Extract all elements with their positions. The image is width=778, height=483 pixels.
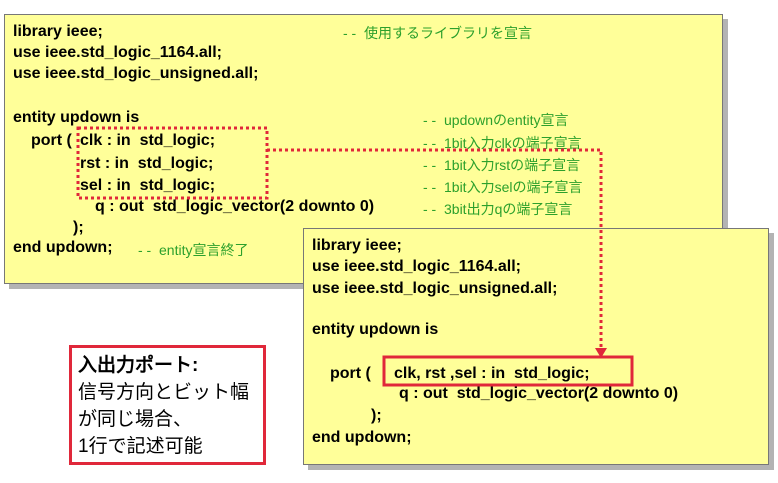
callout-line: が同じ場合、 (78, 409, 193, 430)
code-line: entity updown is (312, 321, 439, 338)
code-comment: - - 1bit入力clkの端子宣言 (423, 135, 582, 151)
code-line: use ieee.std_logic_1164.all; (13, 44, 223, 61)
code-line: library ieee; (13, 23, 103, 40)
code-line: clk : in std_logic; (80, 132, 216, 149)
code-comment: - - updownのentity宣言 (423, 112, 569, 128)
code-line: use ieee.std_logic_1164.all; (312, 258, 522, 275)
code-box-combined-ports (303, 228, 769, 465)
code-comment: - - entity宣言終了 (138, 242, 249, 258)
callout-note: 入出力ポート: 信号方向とビット幅 が同じ場合、 1行で記述可能 (69, 345, 266, 465)
code-line: entity updown is (13, 109, 140, 126)
code-line: clk, rst ,sel : in std_logic; (394, 365, 590, 382)
callout-line: 信号方向とビット幅 (78, 382, 250, 403)
code-line: q : out std_logic_vector(2 downto 0) (399, 385, 679, 402)
code-comment: - - 1bit入力selの端子宣言 (423, 179, 583, 195)
code-comment: - - 1bit入力rstの端子宣言 (423, 157, 581, 173)
code-line: rst : in std_logic; (80, 155, 214, 172)
dotted-connector-line (267, 148, 603, 350)
code-line: port ( (330, 365, 371, 382)
code-comment: - - 3bit出力qの端子宣言 (423, 201, 573, 217)
code-comment: - - 使用するライブラリを宣言 (343, 25, 532, 41)
code-line: q : out std_logic_vector(2 downto 0) (95, 198, 375, 215)
code-line: use ieee.std_logic_unsigned.all; (312, 280, 558, 297)
callout-title: 入出力ポート: (78, 355, 199, 376)
code-line: port ( (31, 132, 72, 149)
callout-line: 1行で記述可能 (78, 436, 203, 457)
code-line: end updown; (13, 239, 113, 256)
code-line: end updown; (312, 429, 412, 446)
connector-arrowhead (595, 348, 607, 358)
code-line: ); (73, 219, 84, 236)
solid-highlight-combined-port (382, 355, 634, 387)
code-line: sel : in std_logic; (80, 177, 216, 194)
code-line: ); (371, 407, 382, 424)
code-line: library ieee; (312, 237, 402, 254)
dotted-highlight-ports (76, 126, 269, 200)
code-line: use ieee.std_logic_unsigned.all; (13, 65, 259, 82)
